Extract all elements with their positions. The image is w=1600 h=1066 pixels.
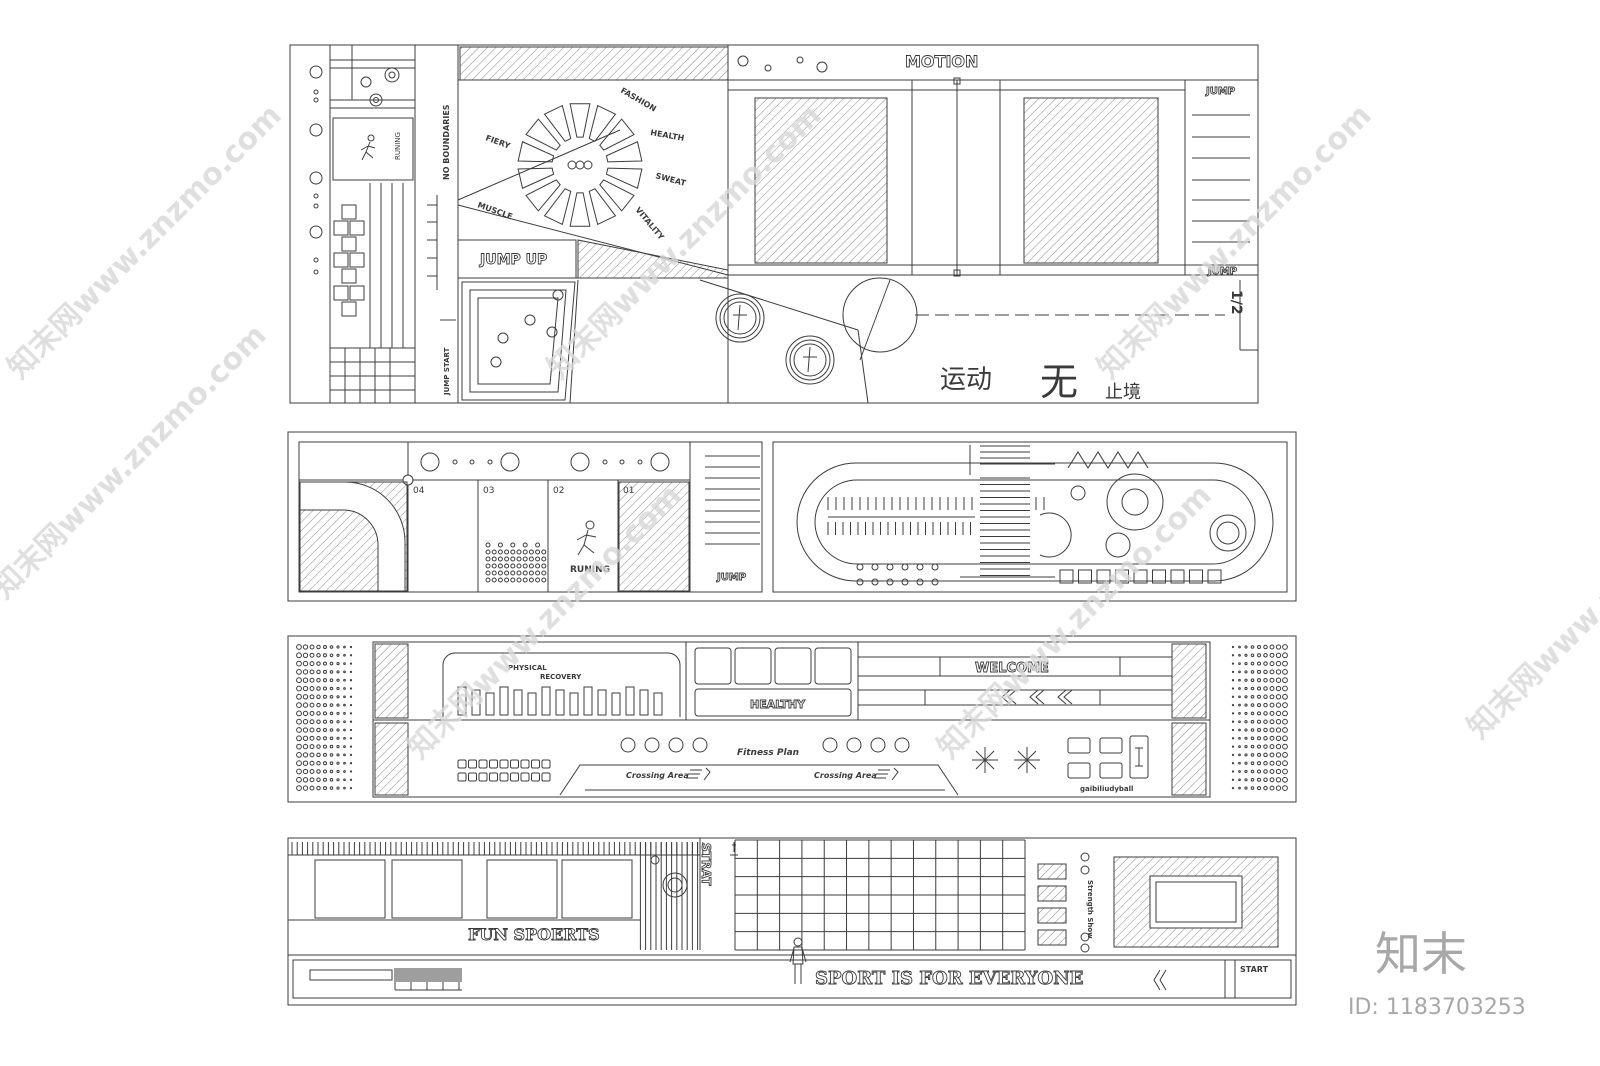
score-rows bbox=[1192, 114, 1250, 243]
crossing-area-2: Crossing Area bbox=[814, 771, 877, 780]
running-sign-box bbox=[332, 117, 414, 181]
panel-2-frame bbox=[287, 431, 1297, 602]
starburst-1 bbox=[972, 747, 998, 773]
lane-hatch bbox=[618, 481, 690, 592]
arc-left bbox=[1039, 512, 1072, 558]
panel-4-frame bbox=[287, 837, 1297, 1006]
healthy-label: HEALTHY bbox=[750, 698, 806, 711]
small-squares-grid bbox=[457, 759, 551, 782]
panel-fun-sports: FUN SPOERTS STRAT Strength Show SPORT IS… bbox=[287, 837, 1297, 1006]
chevrons bbox=[1001, 689, 1073, 705]
dot-matrix bbox=[485, 542, 547, 583]
strength-show-label: Strength Show bbox=[1086, 880, 1094, 939]
track-curve bbox=[299, 481, 406, 592]
start-label: START bbox=[1240, 965, 1269, 974]
court-hatch-left bbox=[754, 97, 888, 264]
panel-3-frame bbox=[287, 635, 1297, 803]
floor-grid bbox=[734, 839, 1026, 951]
oval-track-outer bbox=[796, 462, 1274, 582]
lane-2: 02 bbox=[553, 486, 564, 496]
panel-1-frame bbox=[289, 44, 1259, 404]
hatched-top-band bbox=[459, 46, 729, 81]
lane-3: 03 bbox=[483, 486, 494, 496]
ruler bbox=[394, 968, 462, 991]
recovery-1: PHYSICAL bbox=[508, 664, 547, 672]
dot-field-left bbox=[296, 644, 353, 791]
running-label: RUNING bbox=[394, 132, 402, 160]
welcome-label: WELCOME bbox=[975, 661, 1049, 676]
word-health: HEALTH bbox=[650, 128, 685, 143]
zigzag bbox=[1067, 451, 1149, 469]
strat-label: STRAT bbox=[699, 843, 713, 886]
word-fashion: FASHION bbox=[619, 86, 658, 114]
recovery-2: RECOVERY bbox=[540, 673, 582, 681]
panel-welcome: PHYSICAL RECOVERY HEALTHY WELCOME Fitnes… bbox=[287, 635, 1297, 803]
half-label: 1/2 bbox=[1228, 290, 1244, 315]
cn-limit: 止境 bbox=[1105, 382, 1141, 403]
jump-rope-medallion-2 bbox=[785, 335, 835, 385]
runner-icon-2 bbox=[576, 520, 597, 556]
word-muscle: MUSCLE bbox=[476, 200, 514, 221]
jump-top-label: JUMP bbox=[1205, 86, 1235, 97]
stripe-block bbox=[980, 477, 1030, 576]
crossing-trapezoid bbox=[559, 764, 959, 796]
lane-4: 04 bbox=[413, 486, 425, 496]
dot-board bbox=[461, 281, 576, 401]
dot-field-right bbox=[1231, 644, 1288, 791]
recovery-bars bbox=[457, 686, 663, 716]
cn-motion: 运动 bbox=[940, 365, 992, 395]
running-text: RUNING bbox=[570, 565, 610, 575]
runner-figure bbox=[789, 937, 807, 984]
small-label: gaibiliudyball bbox=[1080, 785, 1133, 793]
ticks-row bbox=[827, 497, 1045, 535]
fitness-plan-label: Fitness Plan bbox=[737, 748, 799, 758]
hopscotch-squares bbox=[333, 204, 365, 317]
no-boundaries-label: NO BOUNDARIES bbox=[442, 104, 451, 180]
watermark-5: 知末网www.znzmo.com bbox=[401, 478, 689, 766]
motion-title: MOTION bbox=[905, 52, 978, 71]
jump-lines bbox=[705, 455, 760, 545]
watermark-7: 知末网www.znzmo.com bbox=[1461, 458, 1600, 746]
oval-track-inner bbox=[814, 479, 1256, 565]
jump-start-label: JUMP START bbox=[443, 347, 451, 396]
jump-text: JUMP bbox=[716, 572, 746, 583]
plan-circles bbox=[620, 737, 910, 753]
crossing-area-1: Crossing Area bbox=[626, 771, 689, 780]
jump-rope-medallion-1 bbox=[715, 293, 765, 343]
word-sweat: SWEAT bbox=[654, 171, 687, 188]
image-id: ID: 1183703253 bbox=[1348, 995, 1526, 1020]
sport-everyone-title: SPORT IS FOR EVERYONE bbox=[815, 968, 1083, 989]
grid-bottom-left bbox=[330, 347, 415, 403]
recovery-arch bbox=[442, 652, 681, 717]
fun-sports-title: FUN SPOERTS bbox=[468, 925, 600, 944]
brand-logo: 知末 bbox=[1375, 927, 1467, 981]
measure-scale bbox=[427, 195, 456, 321]
squares-row bbox=[1059, 569, 1222, 584]
starburst-2 bbox=[1014, 747, 1040, 773]
runner-icon bbox=[360, 134, 376, 161]
word-vitality: VITALITY bbox=[633, 206, 665, 242]
panel-running-track: 04 03 02 01 RUNING JUMP bbox=[287, 431, 1297, 602]
hatched-steps bbox=[1037, 863, 1067, 946]
word-fiery: FIERY bbox=[484, 133, 511, 150]
stripes-top bbox=[288, 842, 704, 950]
radial-burst bbox=[567, 160, 593, 170]
jump-up-title: JUMP UP bbox=[479, 252, 547, 268]
hatched-wedge bbox=[577, 239, 729, 279]
jump-bottom-label: JUMP bbox=[1207, 266, 1237, 277]
small-circles-row bbox=[856, 563, 939, 586]
cn-no: 无 bbox=[1040, 360, 1078, 404]
target-circle bbox=[842, 277, 918, 353]
lane-1: 01 bbox=[623, 486, 634, 496]
court-hatch-right bbox=[1023, 97, 1159, 264]
radial-petals bbox=[517, 103, 643, 227]
